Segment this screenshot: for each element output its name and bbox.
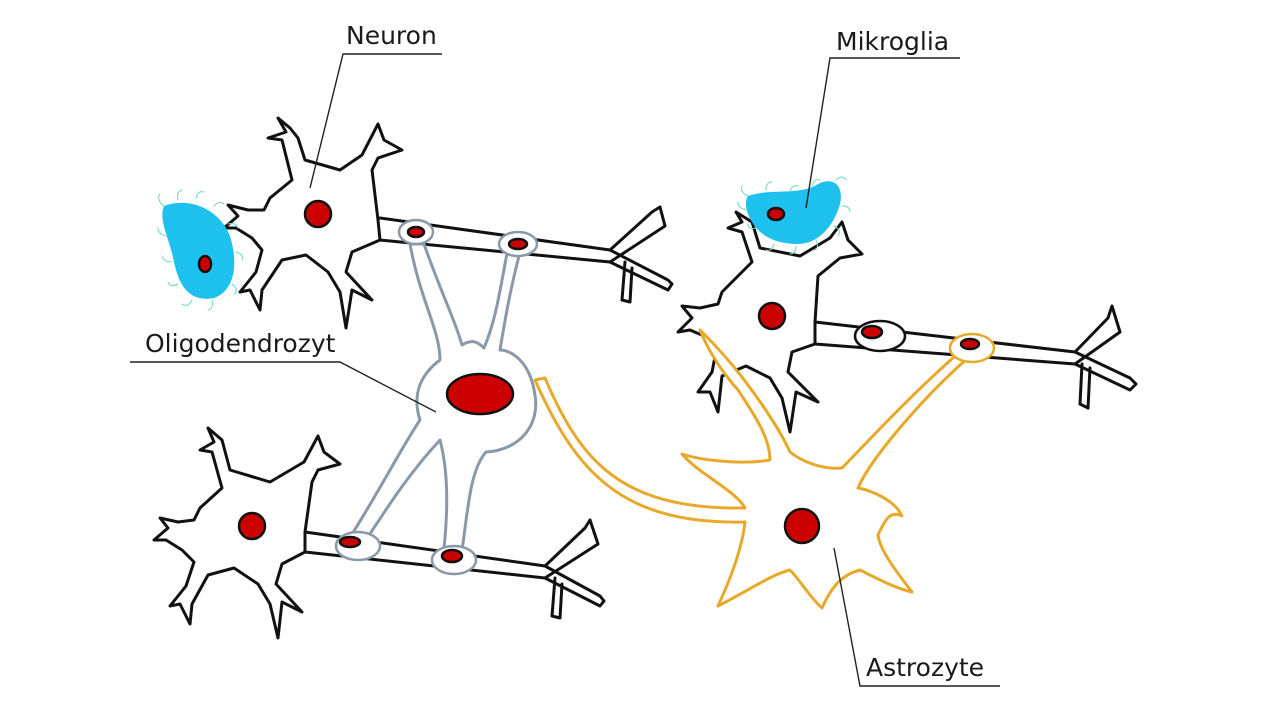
label-astrocyte-group: Astrozyte (833, 547, 1000, 687)
oligodendrocyte-cell (350, 242, 538, 552)
label-microglia-leader (805, 57, 960, 209)
label-neuron: Neuron (346, 21, 437, 50)
neuron-bottom-left-nucleus (237, 511, 267, 541)
label-astrocyte-leader (833, 547, 1000, 687)
microglia-right-body (745, 181, 841, 244)
myelin-sheath-2-nucleus (507, 237, 529, 251)
oligodendrocyte-nucleus (445, 372, 515, 416)
microglia-right-nucleus (766, 206, 786, 222)
label-neuron-group: Neuron (309, 21, 442, 189)
astrocyte (533, 319, 996, 610)
neuron-top-left (222, 116, 674, 330)
label-microglia: Mikroglia (836, 27, 949, 56)
neuron-right-nucleus (757, 301, 787, 331)
myelin-sheath-4-nucleus (440, 548, 464, 564)
neuron-bottom-left-axon (303, 518, 606, 620)
neuron-right (676, 210, 1138, 434)
label-astrocyte: Astrozyte (866, 653, 984, 682)
microglia-left-processes (157, 189, 243, 311)
neuron-right-axon (813, 304, 1138, 410)
label-oligodendrocyte-group: Oligodendrozyt (130, 329, 437, 413)
astrocyte-nucleus (783, 507, 821, 545)
myelin-sheath-1-nucleus (406, 225, 426, 239)
oligodendrocyte (334, 218, 539, 576)
neuron-bottom-left (152, 426, 606, 640)
neuron-top-left-nucleus (303, 199, 333, 229)
microglia-left-nucleus (197, 254, 213, 274)
label-neuron-leader (309, 53, 442, 189)
astrocyte-cell (533, 328, 972, 610)
astrocyte-endfoot-nucleus (959, 337, 981, 351)
right-axon-sheath-nucleus (860, 324, 884, 340)
microglia-left (157, 189, 243, 311)
label-oligodendrocyte: Oligodendrozyt (145, 329, 336, 358)
microglia-right-processes (737, 176, 851, 255)
label-oligodendrocyte-leader (130, 361, 437, 413)
label-microglia-group: Mikroglia (805, 27, 960, 209)
microglia-right (737, 176, 851, 255)
myelin-sheath-3-nucleus (338, 535, 362, 549)
microglia-left-body (162, 202, 235, 299)
neuron-top-left-axon (378, 205, 674, 304)
